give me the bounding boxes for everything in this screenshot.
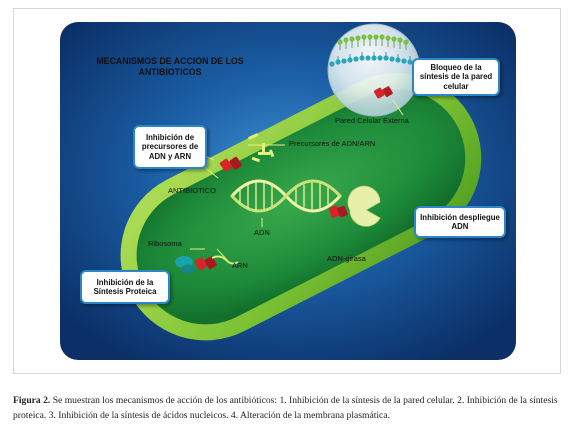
callout-protein-synthesis: Inhibición de la Síntesis Proteica bbox=[80, 270, 170, 304]
lipid-bilayer bbox=[329, 34, 419, 67]
label-precursors: Precursores de ADN/ARN bbox=[289, 139, 376, 148]
caption-lead: Figura 2. bbox=[13, 395, 51, 406]
dna-gyrase-enzyme bbox=[347, 185, 381, 227]
rna-strand bbox=[211, 255, 239, 265]
antibiotic-molecule-wall bbox=[373, 86, 393, 99]
callout-dna-unwinding: Inhibición despliegue ADN bbox=[414, 206, 506, 238]
diagram-title: MECANISMOS DE ACCION DE LOS ANTIBIOTICOS bbox=[80, 56, 260, 78]
label-dna: ADN bbox=[254, 228, 270, 237]
dna-helix bbox=[230, 179, 342, 213]
antibiotic-molecule-gyrase bbox=[328, 205, 348, 219]
title-line-2: ANTIBIOTICOS bbox=[138, 66, 202, 77]
precursor-pieces bbox=[248, 132, 275, 163]
label-antibiotic: ANTIBIOTICO bbox=[168, 186, 216, 195]
label-ribosome: Ribosoma bbox=[148, 239, 182, 248]
callout-cell-wall: Bloqueo de la síntesis de la pared celul… bbox=[412, 58, 500, 96]
caption-text: Se muestran los mecanismos de acción de … bbox=[13, 395, 558, 421]
label-outer-wall: Pared Celular Externa bbox=[335, 116, 409, 125]
cell-wall-magnifier bbox=[327, 23, 421, 117]
figure-caption: Figura 2. Se muestran los mecanismos de … bbox=[13, 394, 561, 424]
title-line-1: MECANISMOS DE ACCION DE LOS bbox=[96, 56, 244, 66]
antibiotic-molecule-precursors bbox=[219, 156, 242, 172]
label-rna: ARN bbox=[232, 261, 248, 270]
antibiotic-molecule-ribosome bbox=[194, 256, 217, 271]
label-gyrase: ADN-girasa bbox=[327, 254, 366, 263]
callout-precursors: Inhibición de precursores de ADN y ARN bbox=[133, 125, 207, 169]
ribosome bbox=[175, 256, 195, 274]
